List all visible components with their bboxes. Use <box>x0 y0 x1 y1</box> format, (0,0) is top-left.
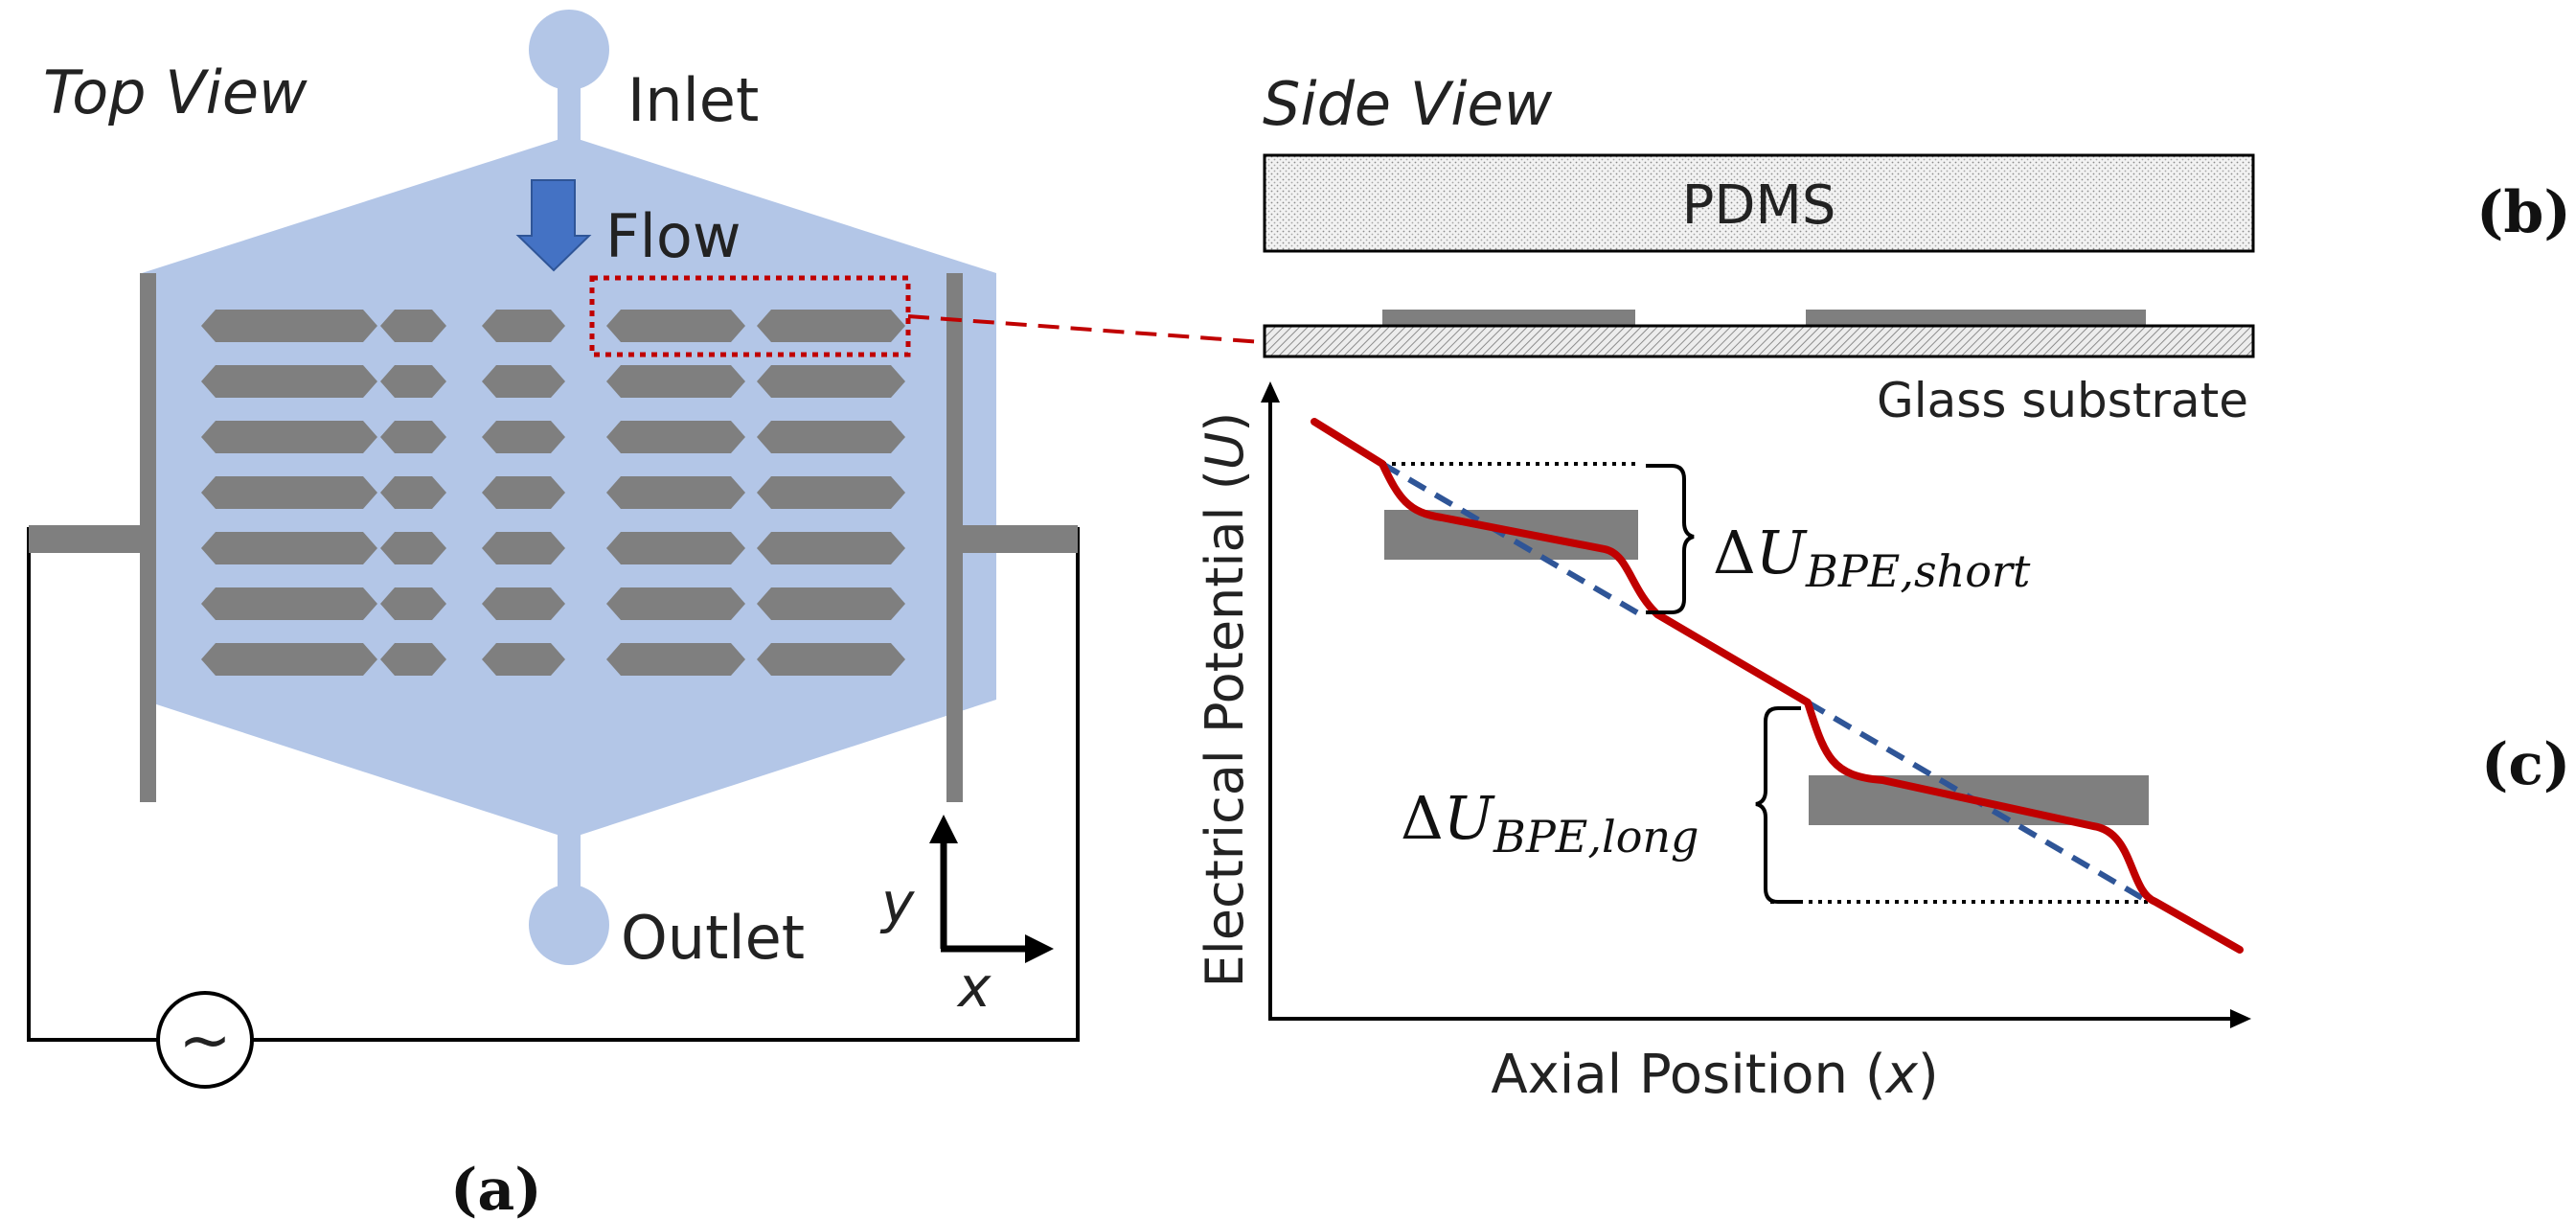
bpe-electrode <box>201 643 377 676</box>
potential-profile-line <box>1311 418 2244 954</box>
bpe-electrode <box>606 643 745 676</box>
bpe-electrode <box>380 532 446 564</box>
delta-u-short-label: ΔUBPE,short <box>1713 518 2031 597</box>
zoom-box <box>589 275 911 357</box>
bpe-electrode <box>380 421 446 453</box>
driving-electrodes <box>29 273 1078 802</box>
ac-source-icon <box>156 991 254 1089</box>
bpe-electrode <box>482 310 565 342</box>
zoom-leader-line <box>907 314 1264 344</box>
bpe-electrode <box>201 365 377 398</box>
bpe-electrode <box>606 365 745 398</box>
bpe-electrode <box>606 587 745 620</box>
bpe-electrode <box>201 587 377 620</box>
glass-substrate-label: Glass substrate <box>1877 373 2248 428</box>
side-view-title: Side View <box>1263 69 1553 139</box>
side-view-panel: Side View PDMS Glass substrate (b) <box>1263 69 2571 428</box>
coordinate-axes-icon: y x <box>879 815 1054 1020</box>
bpe-array <box>201 310 905 676</box>
circuit-wire-right <box>252 527 1080 1042</box>
delta-short-bracket <box>1646 464 1695 614</box>
inlet-port <box>529 10 609 90</box>
outlet-label: Outlet <box>621 903 805 973</box>
electrode-lead-right <box>960 525 1078 553</box>
plot-y-arrowhead-icon <box>1261 381 1280 403</box>
x-arrowhead-icon <box>1025 934 1054 963</box>
bpe-electrode <box>380 476 446 509</box>
panel-label-b: (b) <box>2476 179 2571 246</box>
ac-circuit <box>27 527 1080 1042</box>
bpe-electrode <box>201 476 377 509</box>
driving-electrode-right <box>946 273 963 802</box>
bpe-electrode <box>482 476 565 509</box>
y-arrowhead-icon <box>929 815 958 843</box>
bpe-electrode <box>606 476 745 509</box>
delta-long-bracket <box>1755 706 1801 904</box>
outlet-port <box>529 885 609 965</box>
electrode-lead-left <box>29 525 144 553</box>
bpe-electrode <box>606 310 745 342</box>
potential-plot-panel: ΔUBPE,short ΔUBPE,long Electrical Potent… <box>1195 381 2570 1106</box>
plot-x-arrowhead-icon <box>2230 1009 2251 1028</box>
delta-u-long-label: ΔUBPE,long <box>1401 783 1698 863</box>
bpe-electrode <box>380 365 446 398</box>
bpe-electrode <box>757 587 905 620</box>
bpe-electrode <box>606 532 745 564</box>
top-view-title: Top View <box>43 58 308 127</box>
driving-electrode-left <box>140 273 156 802</box>
bpe-electrode <box>482 532 565 564</box>
bpe-electrode <box>757 421 905 453</box>
bpe-electrode <box>482 643 565 676</box>
linear-reference-short <box>1380 461 1642 617</box>
axis-y-label: y <box>879 870 915 935</box>
plot-y-axis-label: Electrical Potential (U) <box>1195 412 1255 988</box>
bpe-electrode <box>757 310 905 342</box>
panel-label-c: (c) <box>2481 731 2570 798</box>
bpe-electrode <box>606 421 745 453</box>
pdms-layer <box>1263 153 2255 253</box>
bpe-electrode <box>482 421 565 453</box>
bpe-electrode <box>380 310 446 342</box>
glass-substrate-layer <box>1263 324 2255 358</box>
outlet-neck <box>558 824 581 893</box>
bpe-electrode <box>482 587 565 620</box>
bpe-electrode <box>482 365 565 398</box>
top-view-panel: Top View ~ Flow Inl <box>27 10 1264 1220</box>
axis-x-label: x <box>956 955 992 1020</box>
circuit-wire-left <box>27 527 158 1042</box>
bpe-electrode <box>757 365 905 398</box>
flow-label: Flow <box>605 201 741 271</box>
bpe-electrode <box>757 532 905 564</box>
bpe-electrode <box>757 643 905 676</box>
flow-arrow-icon <box>515 179 592 272</box>
plot-x-axis-label: Axial Position (x) <box>1491 1044 1938 1106</box>
panel-label-a: (a) <box>450 1157 542 1220</box>
bpe-electrode <box>201 421 377 453</box>
bpe-electrode <box>201 532 377 564</box>
ac-source-symbol: ~ <box>178 1003 231 1077</box>
inlet-label: Inlet <box>627 65 759 135</box>
bpe-electrode <box>757 476 905 509</box>
pdms-label: PDMS <box>1682 174 1836 237</box>
bpe-electrode <box>380 643 446 676</box>
bpe-electrode <box>380 587 446 620</box>
side-bpe-long <box>1806 310 2146 327</box>
side-bpe-short <box>1382 310 1635 327</box>
bpe-electrode <box>201 310 377 342</box>
